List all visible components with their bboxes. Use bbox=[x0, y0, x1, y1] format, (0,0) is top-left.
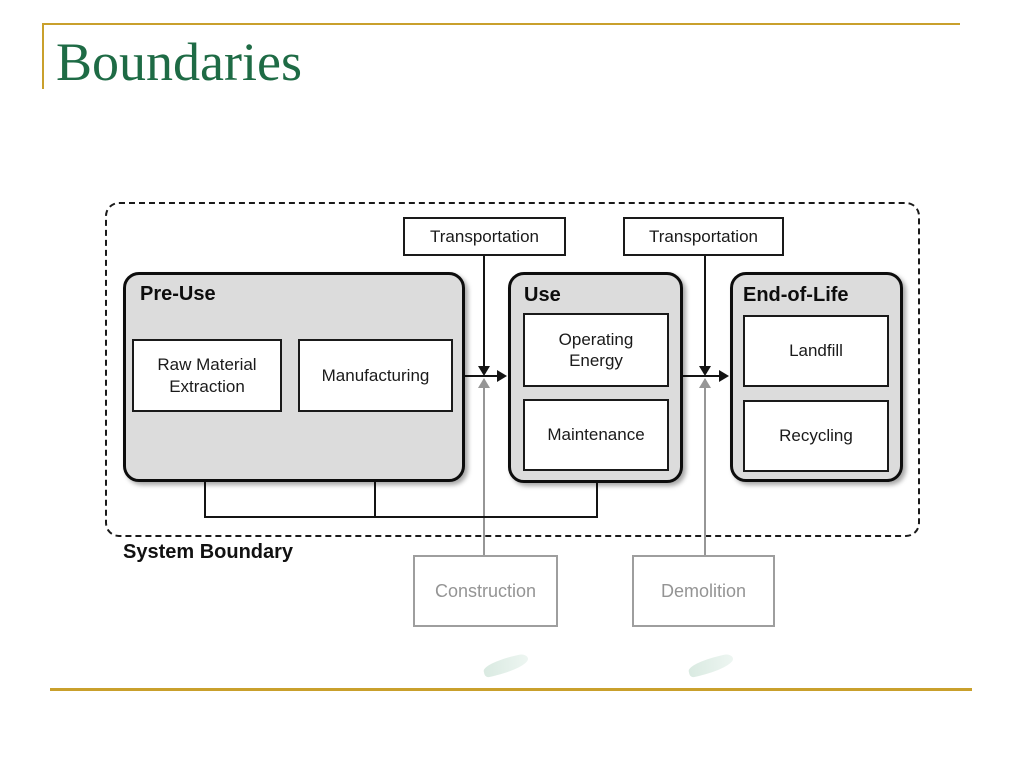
box-raw-material-extraction: Raw Material Extraction bbox=[132, 339, 282, 412]
phase-box-end-of-life: End-of-Life Landfill Recycling bbox=[730, 272, 903, 482]
recycling-label: Recycling bbox=[779, 426, 853, 446]
arrowhead-use-to-endoflife bbox=[719, 370, 729, 382]
box-maintenance: Maintenance bbox=[523, 399, 669, 471]
connector-transportation-right-line bbox=[704, 256, 706, 366]
system-boundary-outline bbox=[105, 202, 920, 537]
box-manufacturing: Manufacturing bbox=[298, 339, 453, 412]
watermark-swoosh-left bbox=[481, 653, 531, 678]
system-boundary-label: System Boundary bbox=[123, 541, 294, 563]
arrowhead-construction-up bbox=[478, 378, 490, 388]
transportation-box-right: Transportation bbox=[623, 217, 784, 256]
demolition-label: Demolition bbox=[660, 580, 747, 601]
box-recycling: Recycling bbox=[743, 400, 889, 472]
arrowhead-demolition-up bbox=[699, 378, 711, 388]
footer-rule bbox=[50, 688, 972, 691]
external-box-demolition: Demolition bbox=[632, 555, 775, 627]
box-landfill: Landfill bbox=[743, 315, 889, 387]
connector-demolition-line bbox=[704, 387, 706, 555]
title-top-rule bbox=[43, 23, 960, 25]
external-box-construction: Construction bbox=[413, 555, 558, 627]
connector-preuse-to-use bbox=[465, 375, 497, 377]
operating-energy-label: Operating Energy bbox=[558, 329, 634, 370]
transportation-right-label: Transportation bbox=[649, 226, 758, 246]
phase-label-end-of-life: End-of-Life bbox=[743, 284, 849, 306]
page-title: Boundaries bbox=[56, 32, 302, 92]
connector-bottom-feedback bbox=[204, 516, 598, 518]
construction-label: Construction bbox=[434, 580, 537, 601]
phase-label-pre-use: Pre-Use bbox=[140, 283, 216, 305]
watermark-swoosh-right bbox=[686, 653, 736, 678]
landfill-label: Landfill bbox=[789, 341, 843, 361]
phase-box-use: Use Operating Energy Maintenance bbox=[508, 272, 683, 483]
arrowhead-transportation-left-down bbox=[478, 366, 490, 376]
phase-box-pre-use: Pre-Use Raw Material Extraction Manufact… bbox=[123, 272, 465, 482]
box-operating-energy: Operating Energy bbox=[523, 313, 669, 387]
arrowhead-transportation-right-down bbox=[699, 366, 711, 376]
phase-label-use: Use bbox=[524, 284, 561, 306]
transportation-left-label: Transportation bbox=[430, 226, 539, 246]
arrowhead-preuse-to-use bbox=[497, 370, 507, 382]
title-left-rule bbox=[42, 23, 44, 89]
connector-construction-line bbox=[483, 387, 485, 555]
connector-feedback-to-maintenance bbox=[596, 479, 598, 517]
raw-material-extraction-label: Raw Material Extraction bbox=[157, 355, 257, 396]
manufacturing-label: Manufacturing bbox=[321, 365, 430, 385]
maintenance-label: Maintenance bbox=[547, 425, 645, 445]
transportation-box-left: Transportation bbox=[403, 217, 566, 256]
connector-use-to-endoflife bbox=[683, 375, 719, 377]
connector-transportation-left-line bbox=[483, 256, 485, 366]
